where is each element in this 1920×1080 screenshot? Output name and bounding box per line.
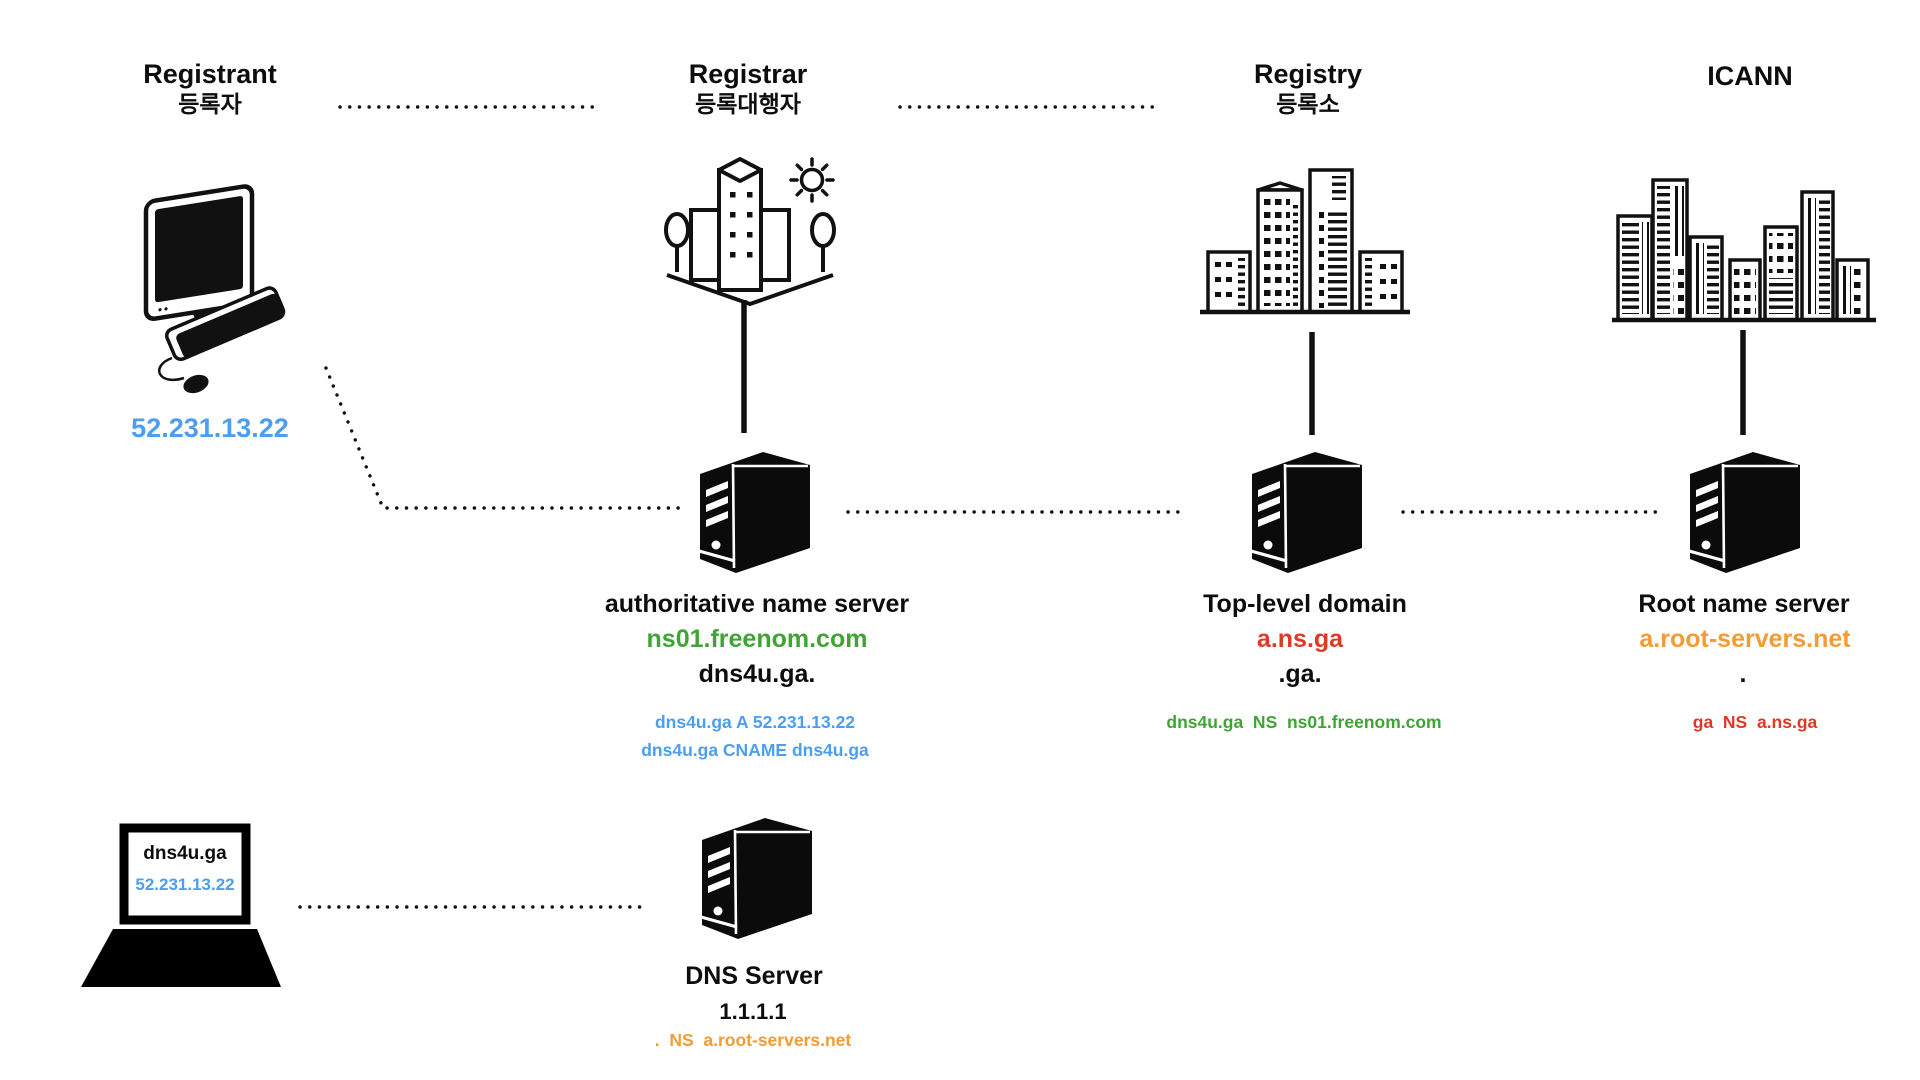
client-ip: 52.231.13.22 — [135, 875, 235, 894]
registrant-title: Registrant — [143, 59, 277, 89]
root-zone: . — [1739, 660, 1747, 688]
desktop-computer-icon — [143, 184, 286, 394]
tld-host: a.ns.ga — [1256, 625, 1344, 653]
server-icon-tld — [1249, 450, 1364, 575]
authns-host: ns01.freenom.com — [646, 625, 868, 653]
tld-record-ns: dns4u.ga NS ns01.freenom.com — [1166, 712, 1442, 732]
registrant-subtitle: 등록자 — [178, 91, 242, 117]
laptop-icon — [81, 823, 281, 987]
resolver-name: DNS Server — [685, 962, 823, 990]
root-host: a.root-servers.net — [1639, 625, 1851, 653]
registrar-building-icon — [664, 157, 836, 306]
icann-city-icon — [1612, 178, 1876, 323]
resolver-host: 1.1.1.1 — [719, 999, 787, 1024]
mouse-icon — [183, 374, 209, 394]
authns-record-a: dns4u.ga A 52.231.13.22 — [654, 712, 856, 732]
tld-name: Top-level domain — [1203, 590, 1407, 618]
registry-title: Registry — [1253, 59, 1363, 89]
registrar-subtitle: 등록대행자 — [695, 91, 801, 117]
registry-subtitle: 등록소 — [1276, 91, 1340, 117]
tree-icon — [664, 212, 690, 272]
server-icon-authoritative — [697, 450, 812, 575]
authns-record-cname: dns4u.ga CNAME dns4u.ga — [641, 740, 869, 760]
server-icon-root — [1687, 450, 1802, 575]
authns-name: authoritative name server — [604, 590, 910, 618]
root-name: Root name server — [1638, 590, 1850, 618]
tld-zone: .ga. — [1278, 660, 1322, 688]
tree-icon — [810, 212, 836, 272]
registrant-ip: 52.231.13.22 — [131, 413, 289, 443]
authns-zone: dns4u.ga. — [698, 660, 816, 688]
client-domain: dns4u.ga — [143, 843, 227, 864]
icann-title: ICANN — [1707, 61, 1793, 91]
resolver-record-ns: . NS a.root-servers.net — [654, 1030, 852, 1050]
root-record-ns: ga NS a.ns.ga — [1692, 712, 1818, 732]
dotted-connector-registrant-authns — [324, 366, 682, 510]
server-icon-resolver — [699, 816, 814, 941]
registrar-title: Registrar — [688, 59, 808, 89]
registry-buildings-icon — [1200, 168, 1410, 315]
sun-icon — [789, 157, 835, 203]
